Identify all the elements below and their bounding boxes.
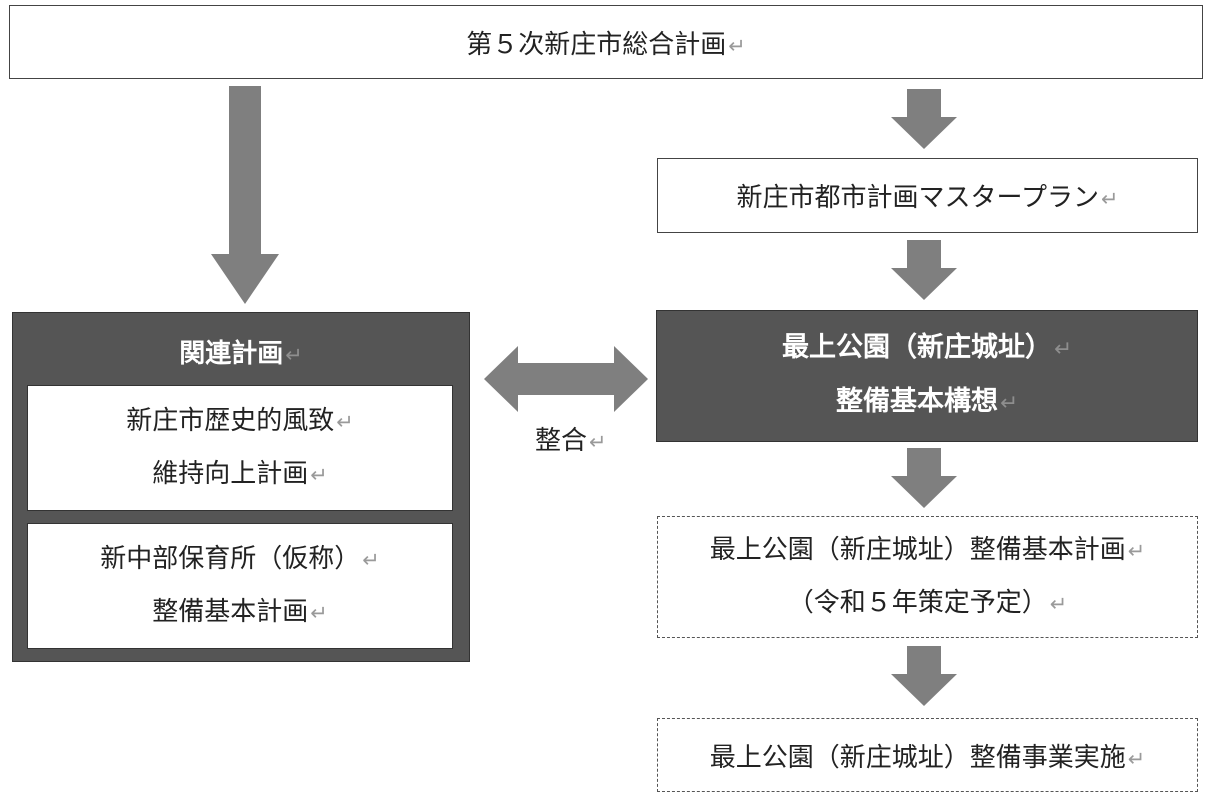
- related-plan-item-line-2: 維持向上計画↵: [152, 459, 328, 489]
- return-mark-icon: ↵: [728, 33, 746, 58]
- related-plan-item-line-1: 新中部保育所（仮称）↵: [100, 544, 380, 574]
- basic-plan-line-2: （令和５年策定予定）↵: [787, 588, 1068, 618]
- top-plan-box: 第５次新庄市総合計画↵: [9, 5, 1203, 79]
- return-mark-icon: ↵: [1049, 592, 1068, 616]
- concept-line-1: 最上公園（新庄城址）↵: [781, 332, 1073, 363]
- top-plan-label: 第５次新庄市総合計画↵: [466, 29, 746, 60]
- return-mark-icon: ↵: [310, 601, 328, 625]
- master-plan-label: 新庄市都市計画マスタープラン↵: [736, 183, 1119, 213]
- arrow-down-to-master: [891, 89, 957, 149]
- return-mark-icon: ↵: [362, 548, 380, 572]
- related-plans-box: 関連計画↵ 新庄市歴史的風致↵ 維持向上計画↵ 新中部保育所（仮称）↵ 整備基本…: [12, 312, 470, 662]
- return-mark-icon: ↵: [285, 343, 303, 367]
- concept-line-2: 整備基本構想↵: [835, 386, 1019, 417]
- return-mark-icon: ↵: [1053, 337, 1073, 362]
- double-arrow-coordination: [484, 346, 648, 412]
- related-plan-item: 新庄市歴史的風致↵ 維持向上計画↵: [27, 385, 453, 511]
- return-mark-icon: ↵: [1127, 746, 1146, 771]
- related-plan-item-line-2: 整備基本計画↵: [152, 597, 328, 627]
- arrow-down-to-concept: [891, 240, 957, 300]
- arrow-down-to-related: [211, 86, 279, 304]
- return-mark-icon: ↵: [1127, 539, 1146, 563]
- basic-plan-line-1: 最上公園（新庄城址）整備基本計画↵: [709, 535, 1146, 565]
- basic-plan-box: 最上公園（新庄城址）整備基本計画↵ （令和５年策定予定）↵: [657, 516, 1198, 638]
- related-plan-item-line-1: 新庄市歴史的風致↵: [126, 406, 354, 436]
- return-mark-icon: ↵: [1101, 187, 1119, 211]
- return-mark-icon: ↵: [310, 463, 328, 487]
- related-plan-item: 新中部保育所（仮称）↵ 整備基本計画↵: [27, 523, 453, 649]
- concept-box: 最上公園（新庄城址）↵ 整備基本構想↵: [656, 310, 1198, 442]
- arrow-down-to-basic-plan: [891, 448, 957, 508]
- return-mark-icon: ↵: [999, 391, 1019, 416]
- related-plans-title: 関連計画↵: [179, 339, 303, 369]
- return-mark-icon: ↵: [589, 430, 607, 454]
- master-plan-box: 新庄市都市計画マスタープラン↵: [657, 158, 1198, 233]
- return-mark-icon: ↵: [336, 410, 354, 434]
- arrow-down-to-project: [891, 646, 957, 706]
- coordination-label: 整合↵: [535, 426, 607, 456]
- project-label: 最上公園（新庄城址）整備事業実施↵: [709, 742, 1146, 773]
- project-box: 最上公園（新庄城址）整備事業実施↵: [657, 718, 1198, 792]
